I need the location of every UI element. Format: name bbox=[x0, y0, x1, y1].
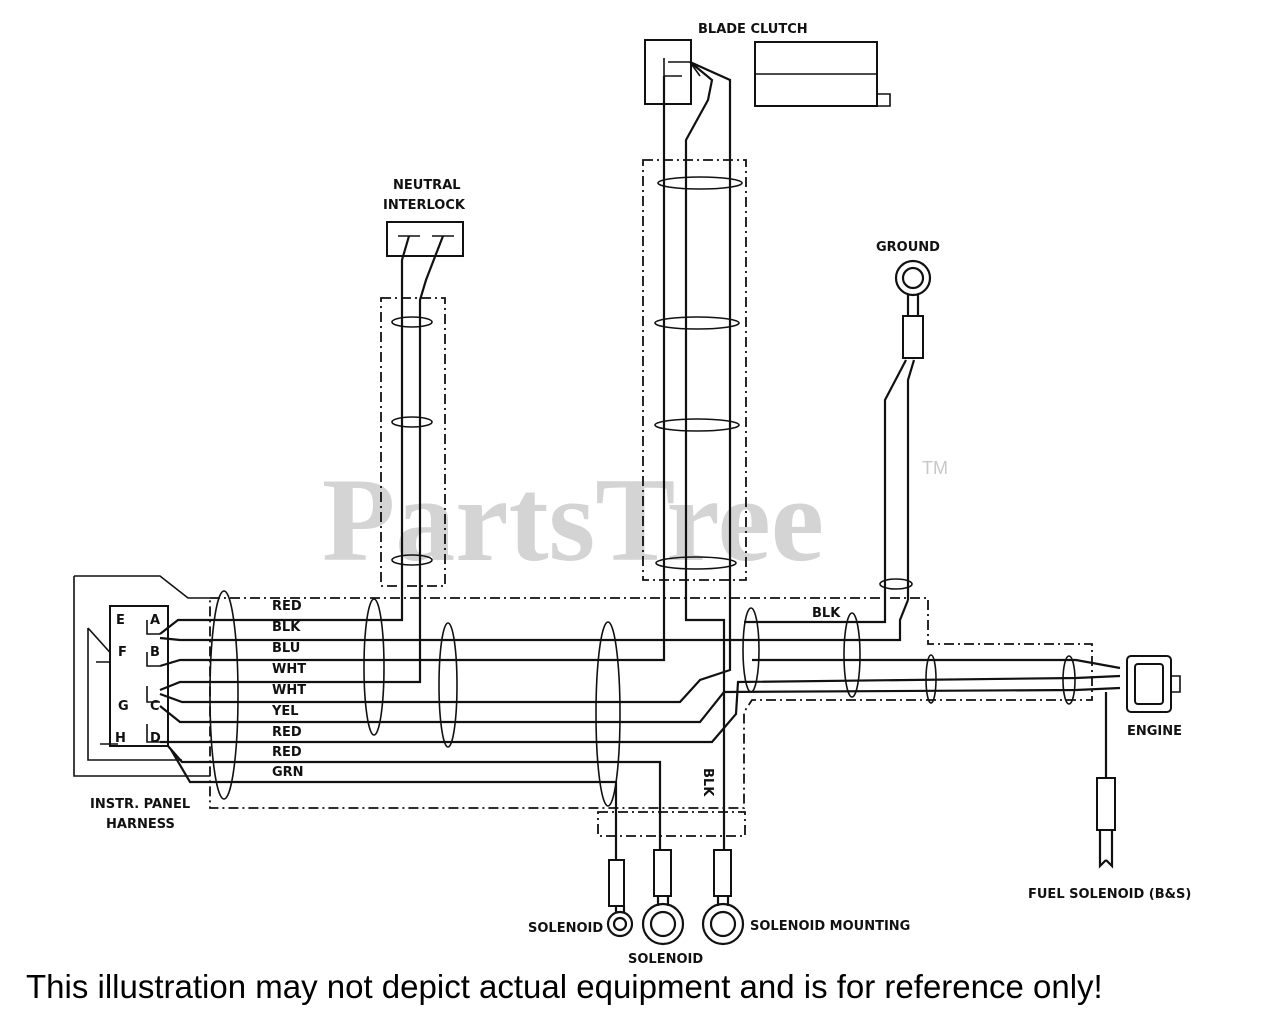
neutral-interlock-harness-sleeve bbox=[380, 297, 446, 587]
fuel-solenoid-label: FUEL SOLENOID (B&S) bbox=[1028, 887, 1191, 902]
harness-label-2: HARNESS bbox=[106, 817, 175, 832]
watermark-trademark: TM bbox=[922, 458, 948, 478]
wire-label-red: RED bbox=[272, 599, 302, 614]
neutral-interlock-harness-rings bbox=[391, 316, 433, 566]
harness-rings bbox=[209, 590, 1076, 807]
neutral-interlock-label-1: NEUTRAL bbox=[393, 178, 461, 193]
pin-a: A bbox=[150, 613, 160, 628]
pin-d: D bbox=[150, 731, 161, 746]
wire-label-wht-1: WHT bbox=[272, 662, 306, 677]
wire-label-grn: GRN bbox=[272, 765, 304, 780]
wire-label-wht-2: WHT bbox=[272, 683, 306, 698]
instrument-panel-connector bbox=[73, 575, 210, 777]
harness-wires bbox=[159, 560, 1121, 860]
pin-e: E bbox=[116, 613, 125, 628]
ground-terminal bbox=[879, 259, 932, 600]
wire-label-yel: YEL bbox=[271, 704, 299, 719]
blade-clutch-label: BLADE CLUTCH bbox=[698, 22, 808, 37]
engine-label: ENGINE bbox=[1127, 724, 1182, 739]
pin-c: C bbox=[150, 699, 160, 714]
disclaimer-text: This illustration may not depict actual … bbox=[26, 968, 1103, 1005]
solenoid-left-label: SOLENOID bbox=[528, 921, 603, 936]
wire-label-red-3: RED bbox=[272, 745, 302, 760]
solenoid-terminals bbox=[606, 849, 745, 946]
wire-label-red-2: RED bbox=[272, 725, 302, 740]
blade-clutch-harness-sleeve bbox=[642, 159, 747, 581]
harness-label-1: INSTR. PANEL bbox=[90, 797, 190, 812]
pin-h: H bbox=[115, 731, 126, 746]
blk-label-vertical: BLK bbox=[700, 768, 715, 797]
main-harness-sleeve bbox=[209, 597, 1093, 809]
blade-clutch bbox=[644, 39, 891, 165]
watermark: PartsTree bbox=[322, 453, 824, 586]
neutral-interlock-label-2: INTERLOCK bbox=[383, 198, 466, 213]
wire-label-blu: BLU bbox=[272, 641, 300, 656]
neutral-interlock bbox=[386, 221, 464, 560]
blk-label-top: BLK bbox=[812, 606, 841, 621]
solenoid-harness-sleeve bbox=[597, 811, 746, 837]
wire-label-blk: BLK bbox=[272, 620, 301, 635]
ground-label: GROUND bbox=[876, 240, 940, 255]
blade-clutch-harness-wires bbox=[654, 165, 743, 570]
fuel-solenoid-terminal bbox=[1096, 777, 1116, 869]
engine-connector bbox=[1126, 655, 1181, 713]
solenoid-mounting-label: SOLENOID MOUNTING bbox=[750, 919, 910, 934]
pin-g: G bbox=[118, 699, 129, 714]
pin-f: F bbox=[118, 645, 127, 660]
solenoid-center-label: SOLENOID bbox=[628, 952, 703, 967]
pin-b: B bbox=[150, 645, 160, 660]
